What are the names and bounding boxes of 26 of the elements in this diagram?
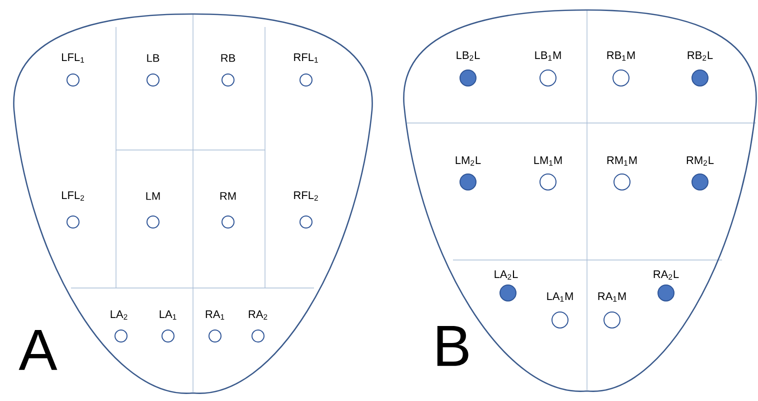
electrode-label: RB$_{1}$M xyxy=(607,51,635,61)
electrode-label: RM xyxy=(220,192,236,200)
electrode-label: RA$_{2}$L xyxy=(654,270,679,280)
electrode-label: LB$_{2}$L xyxy=(456,51,480,61)
electrode-label: RA$_{2}$ xyxy=(248,310,268,320)
electrode-label: LFL$_{1}$ xyxy=(62,53,84,63)
electrode-label: LM$_{1}$M xyxy=(534,156,562,166)
electrode-label: LA$_{1}$M xyxy=(547,292,573,302)
panel-letter: B xyxy=(437,326,468,366)
electrode-label: RM$_{1}$M xyxy=(607,156,637,166)
electrode-label: LB xyxy=(147,54,160,62)
electrode-label: RFL$_{2}$ xyxy=(294,191,318,201)
electrode-label: LM$_{2}$L xyxy=(456,156,481,166)
electrode-label: RA$_{1}$M xyxy=(598,292,626,302)
electrode-label: RA$_{1}$ xyxy=(206,310,224,320)
electrode-label: RM$_{2}$L xyxy=(686,156,714,166)
electrode-label: LA$_{2}$L xyxy=(494,270,518,280)
electrode-label: LFL$_{2}$ xyxy=(62,191,84,201)
electrode-label: RB xyxy=(221,54,236,62)
electrode-label: LB$_{1}$M xyxy=(535,51,561,61)
electrode-label: LA$_{1}$ xyxy=(160,310,176,320)
electrode-label: LA$_{2}$ xyxy=(110,310,128,320)
panel-letter: A xyxy=(18,330,58,370)
electrode-label: RFL$_{1}$ xyxy=(294,53,318,63)
electrode-label: LM xyxy=(146,192,160,200)
electrode-label: RB$_{2}$L xyxy=(688,51,713,61)
